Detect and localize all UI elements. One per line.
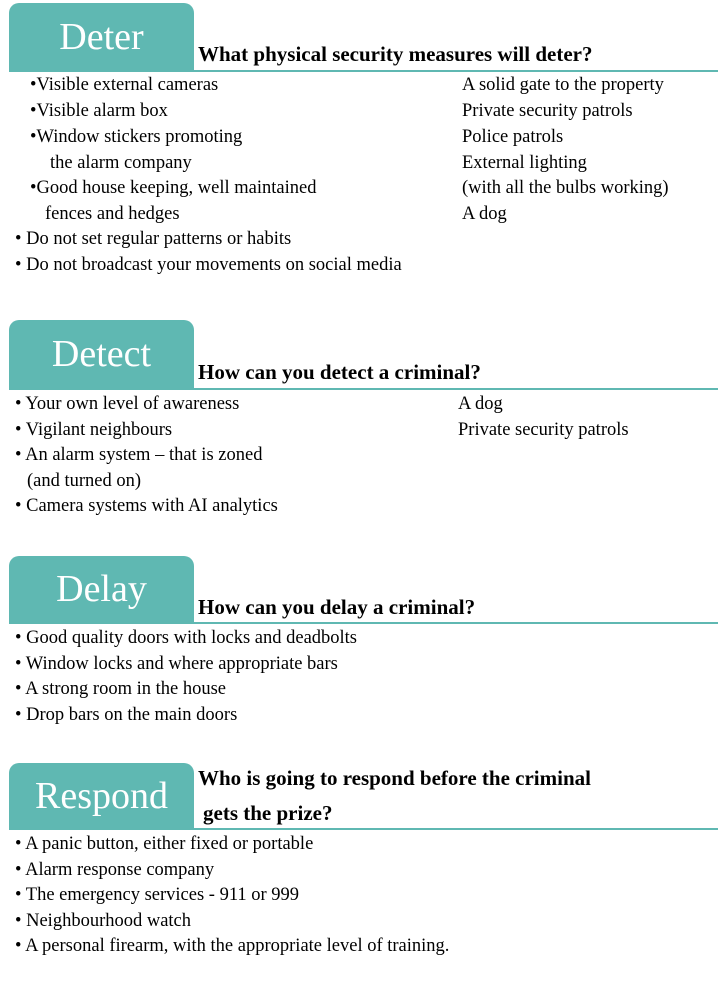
detect-divider	[9, 388, 718, 390]
tab-deter: Deter	[9, 3, 194, 71]
delay-line: • A strong room in the house	[15, 679, 226, 699]
deter-right-line: Private security patrols	[462, 101, 633, 121]
deter-bullet: • Do not broadcast your movements on soc…	[15, 255, 402, 275]
respond-divider	[9, 828, 718, 830]
delay-line: • Drop bars on the main doors	[15, 705, 238, 725]
detect-question: How can you detect a criminal?	[198, 360, 481, 384]
delay-divider	[9, 622, 718, 624]
detect-right-line: A dog	[458, 394, 503, 414]
respond-question-line1: Who is going to respond before the crimi…	[198, 766, 591, 790]
deter-right-line: A solid gate to the property	[462, 75, 664, 95]
tab-delay: Delay	[9, 556, 194, 622]
detect-left-line: • An alarm system – that is zoned	[15, 445, 263, 465]
deter-left-line: fences and hedges	[45, 204, 180, 224]
deter-bullet: • Do not set regular patterns or habits	[15, 229, 292, 249]
deter-divider	[9, 70, 718, 72]
delay-question: How can you delay a criminal?	[198, 595, 476, 619]
delay-line: • Window locks and where appropriate bar…	[15, 654, 338, 674]
deter-right-line: (with all the bulbs working)	[462, 178, 669, 198]
deter-left-line: •Visible external cameras	[30, 75, 219, 95]
detect-left-line: • Vigilant neighbours	[15, 420, 173, 440]
detect-right-line: Private security patrols	[458, 420, 629, 440]
respond-line: • Neighbourhood watch	[15, 911, 192, 931]
deter-left-line: the alarm company	[50, 153, 192, 173]
delay-line: • Good quality doors with locks and dead…	[15, 628, 358, 648]
respond-line: • The emergency services - 911 or 999	[15, 885, 300, 905]
tab-respond: Respond	[9, 763, 194, 829]
deter-question: What physical security measures will det…	[198, 42, 593, 66]
detect-left-line: • Camera systems with AI analytics	[15, 496, 278, 516]
respond-question-line2: gets the prize?	[203, 801, 333, 825]
respond-line: • A personal firearm, with the appropria…	[15, 936, 450, 956]
tab-detect: Detect	[9, 320, 194, 388]
deter-left-line: •Window stickers promoting	[30, 127, 243, 147]
deter-right-line: Police patrols	[462, 127, 564, 147]
deter-right-line: External lighting	[462, 153, 587, 173]
deter-right-line: A dog	[462, 204, 507, 224]
deter-left-line: •Visible alarm box	[30, 101, 168, 121]
deter-left-line: •Good house keeping, well maintained	[30, 178, 317, 198]
respond-line: • A panic button, either fixed or portab…	[15, 834, 314, 854]
detect-left-line: (and turned on)	[27, 471, 142, 491]
detect-left-line: • Your own level of awareness	[15, 394, 240, 414]
respond-line: • Alarm response company	[15, 860, 215, 880]
